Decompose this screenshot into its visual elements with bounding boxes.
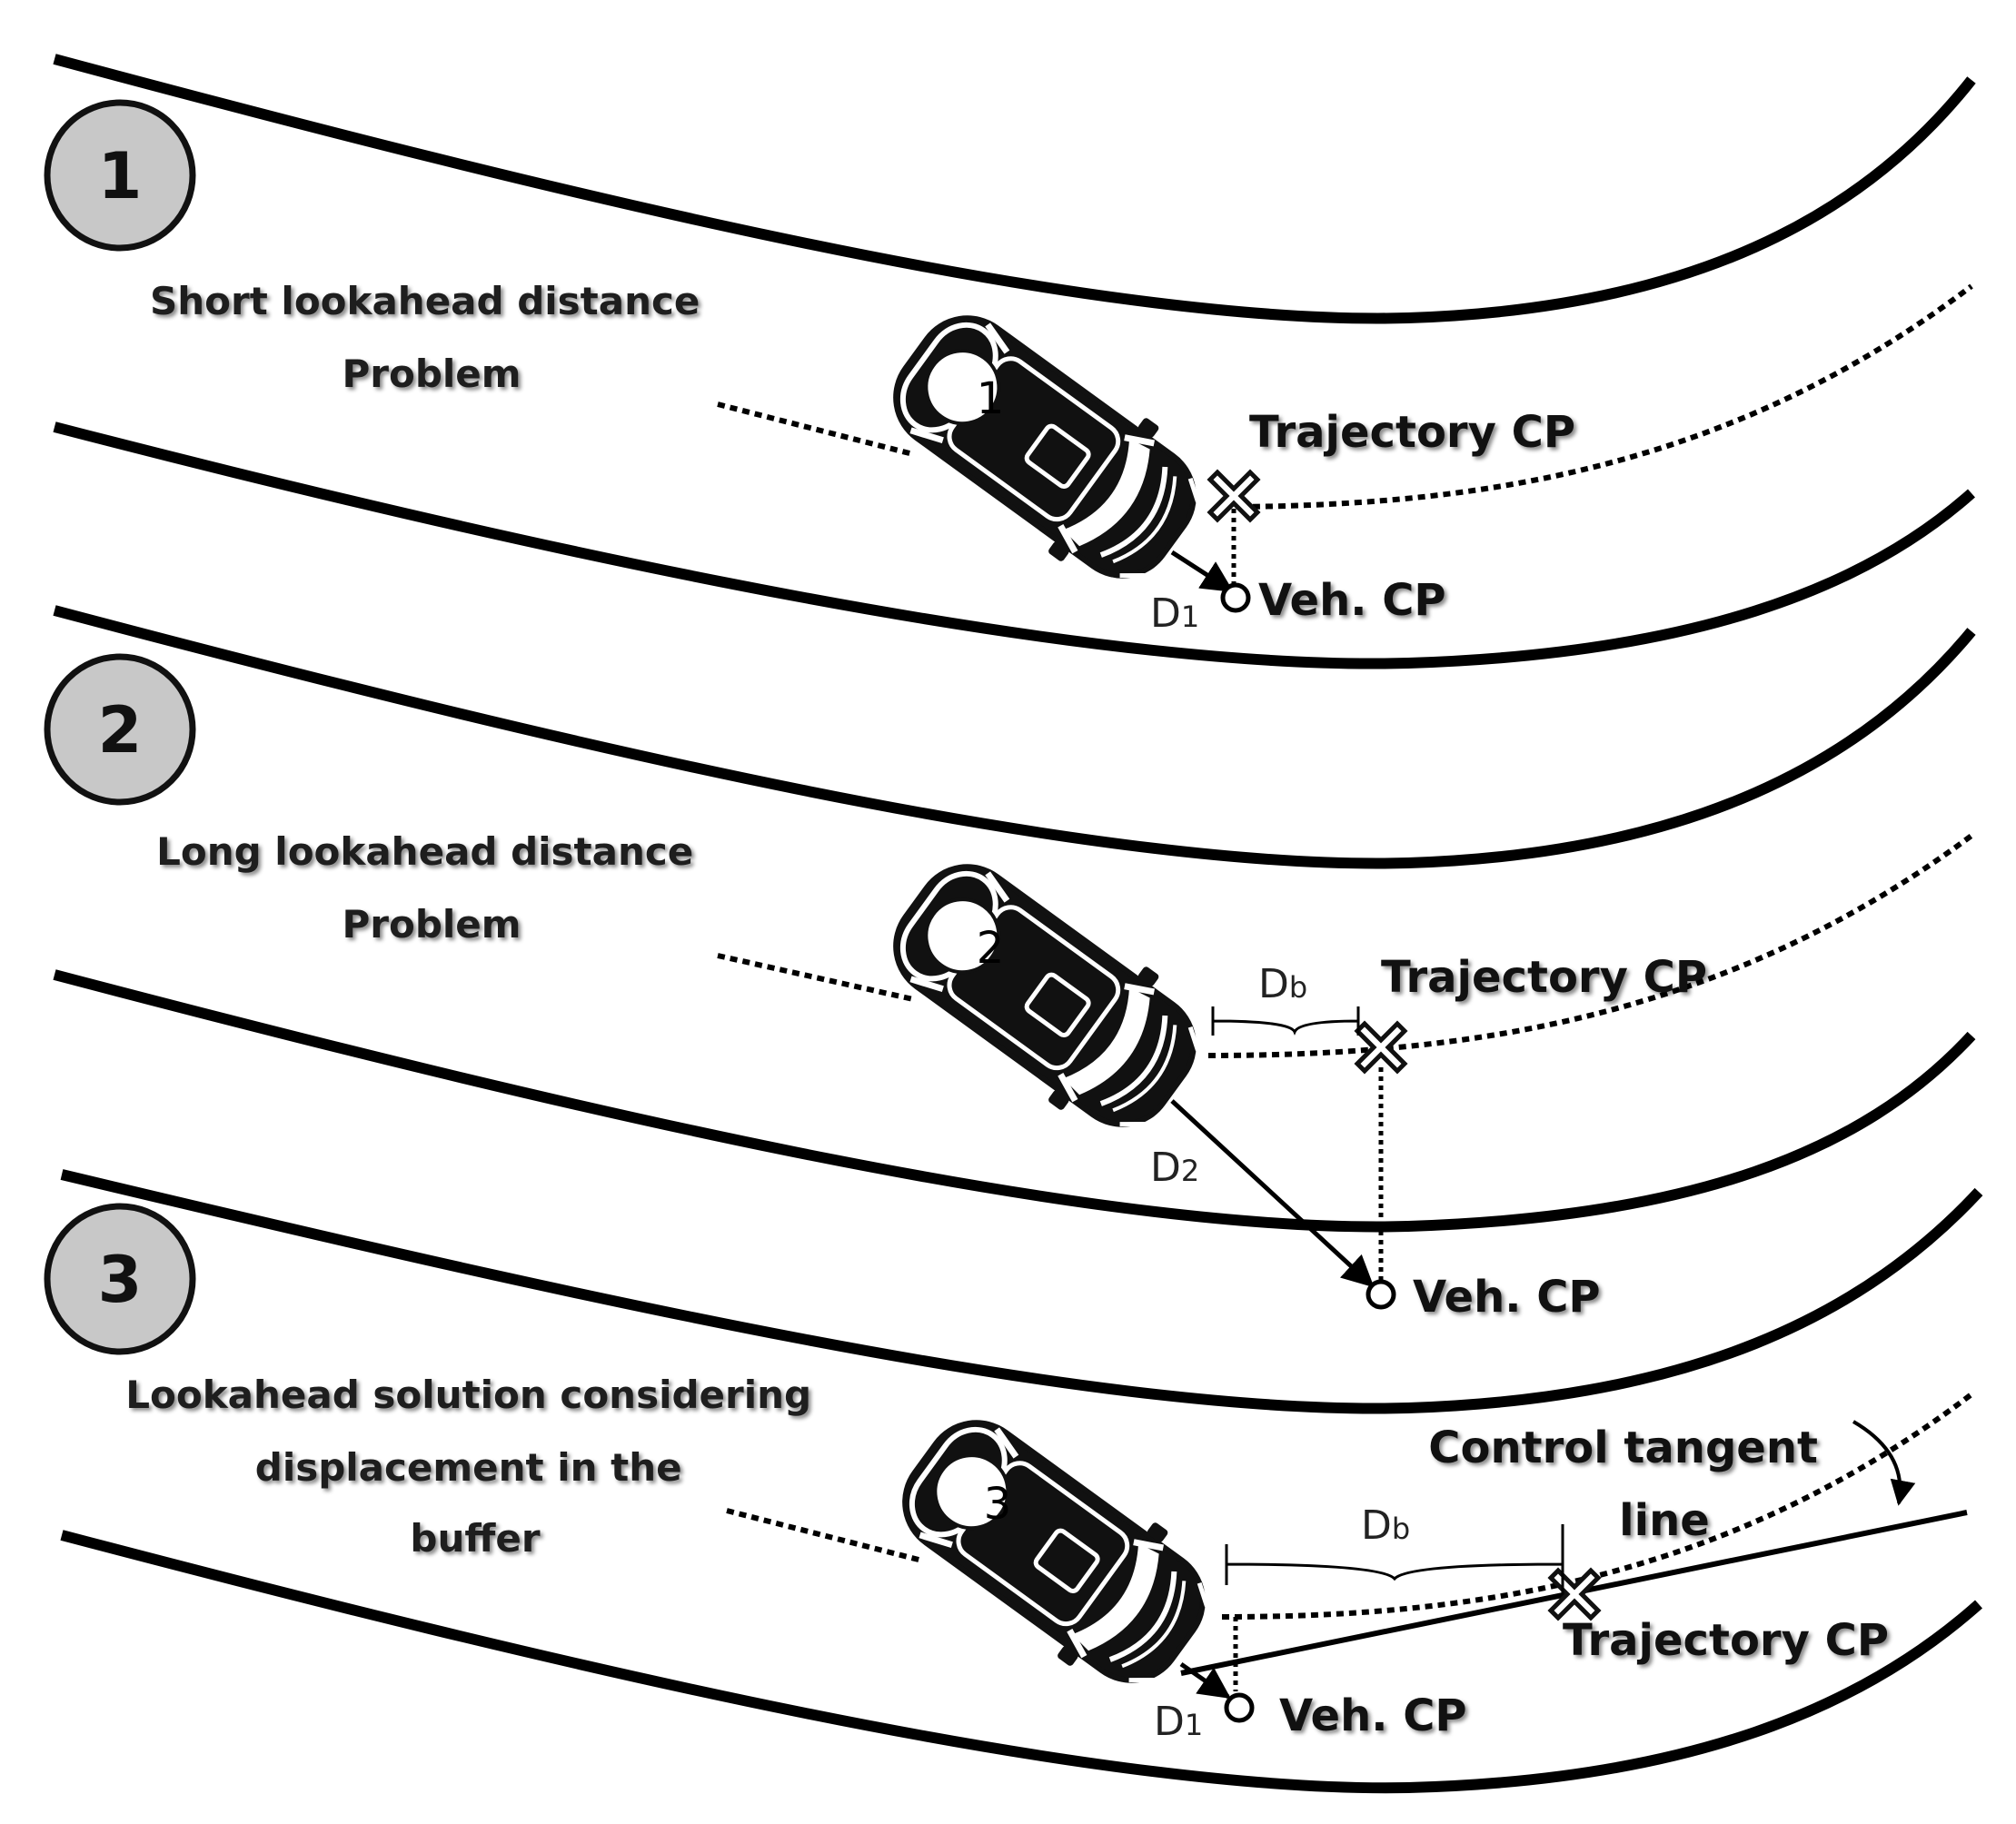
buffer-d-letter-2: D [1258, 961, 1289, 1007]
panel-2-title-line-2: Problem [342, 902, 521, 947]
lookahead-arrow-d2 [1170, 1099, 1375, 1288]
vehicle-1 [867, 286, 1222, 609]
vehicle-3-label: 3 [984, 1479, 1012, 1530]
buffer-bracket-2 [1211, 1006, 1360, 1036]
road-edge-bottom-2 [53, 969, 1976, 1233]
panel-1-title-line-1: Short lookahead distance [150, 279, 700, 323]
panel-2: 2 Long lookahead distance Problem 2 Db T… [44, 605, 1976, 1323]
distance-d-letter-1: D [1150, 590, 1181, 637]
distance-label-d1-panel-3: D1 [1154, 1699, 1203, 1745]
buffer-d-letter-3: D [1361, 1502, 1392, 1549]
panel-2-title-line-1: Long lookahead distance [156, 829, 693, 874]
step-number-1: 1 [98, 139, 143, 213]
buffer-label-db-panel-3: Db [1361, 1502, 1410, 1549]
buffer-bracket-3 [1225, 1524, 1564, 1594]
buffer-d-sub-3: b [1392, 1512, 1410, 1546]
trajectory-path-1 [717, 283, 1973, 510]
vehicle-cp-marker-1 [1220, 582, 1251, 613]
distance-d-sub-2: 2 [1181, 1154, 1199, 1188]
tangent-pointer-arrow [1852, 1420, 1916, 1506]
distance-label-d1-panel-1: D1 [1150, 590, 1199, 637]
panel-1: 1 Short lookahead distance Problem 1 Tra… [44, 54, 1976, 669]
step-badge-2 [44, 653, 196, 806]
trajectory-cp-marker-2 [1357, 1024, 1405, 1071]
step-number-3: 3 [98, 1243, 143, 1317]
road-edge-bottom-1 [53, 421, 1975, 669]
step-badge-1 [44, 99, 196, 252]
vehicle-3 [876, 1391, 1231, 1713]
distance-d-letter-3: D [1154, 1699, 1185, 1745]
trajectory-path-3 [726, 1392, 1973, 1620]
vehicle-cp-marker-3 [1224, 1692, 1255, 1723]
road-edge-top-2 [53, 605, 1976, 869]
distance-d-letter-2: D [1150, 1145, 1181, 1191]
step-badge-3 [44, 1203, 196, 1355]
vehicle-cp-marker-2 [1366, 1279, 1396, 1310]
buffer-label-db-panel-2: Db [1258, 961, 1307, 1007]
vehicle-cp-label-1: Veh. CP [1258, 575, 1446, 626]
panel-3-title: Lookahead solution considering displacem… [125, 1373, 824, 1561]
vehicle-1-label: 1 [977, 373, 1005, 424]
panel-1-title-line-2: Problem [342, 352, 521, 396]
control-tangent-line-1: Control tangent [1428, 1423, 1818, 1473]
distance-label-d2-panel-2: D2 [1150, 1145, 1199, 1191]
trajectory-cp-label-1: Trajectory CP [1249, 407, 1575, 458]
road-edge-bottom-3 [60, 1530, 1982, 1794]
vehicle-cp-label-2: Veh. CP [1413, 1272, 1601, 1323]
panel-2-title: Long lookahead distance Problem [156, 829, 707, 947]
trajectory-path-2 [717, 833, 1973, 1058]
distance-d-sub-3: 1 [1185, 1708, 1203, 1742]
trajectory-cp-label-3: Trajectory CP [1563, 1615, 1889, 1666]
step-number-2: 2 [98, 693, 143, 768]
vehicle-cp-label-3: Veh. CP [1279, 1690, 1467, 1741]
lookahead-arrow-d1-panel-3 [1179, 1661, 1231, 1700]
control-tangent-label: Control tangent line [1428, 1423, 1832, 1546]
panel-3-title-line-2: displacement in the [255, 1445, 682, 1490]
panel-1-title: Short lookahead distance Problem [150, 279, 713, 396]
vehicle-2-label: 2 [977, 923, 1005, 974]
lookahead-arrow-d1 [1170, 550, 1234, 593]
panel-3: 3 Lookahead solution considering displac… [44, 1169, 1983, 1794]
trajectory-cp-label-2: Trajectory CP [1381, 952, 1707, 1003]
road-edge-top-1 [53, 54, 1976, 324]
vehicle-2 [867, 835, 1222, 1157]
distance-d-sub-1: 1 [1181, 600, 1199, 634]
control-tangent-line-2: line [1619, 1495, 1710, 1546]
road-edge-top-3 [60, 1169, 1983, 1414]
buffer-d-sub-2: b [1289, 970, 1307, 1005]
panel-3-title-line-3: buffer [410, 1516, 540, 1561]
panel-3-title-line-1: Lookahead solution considering [125, 1373, 811, 1417]
